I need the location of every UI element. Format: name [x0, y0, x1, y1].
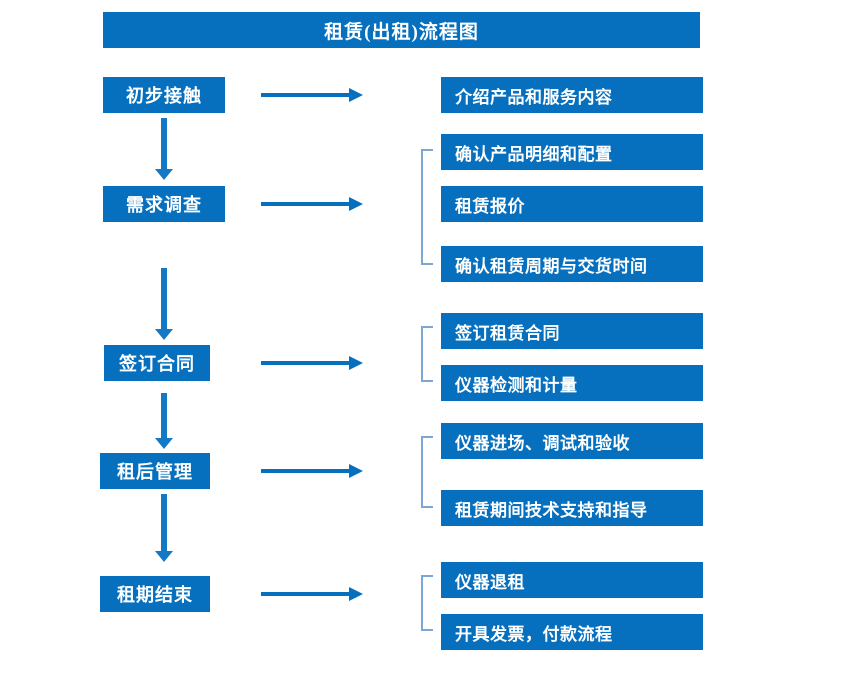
detail-box-introduce-products[interactable]: 介绍产品和服务内容: [441, 77, 703, 113]
group-bracket-post-rental-management: [421, 436, 433, 508]
group-bracket-requirement-survey: [421, 149, 433, 265]
detail-box-confirm-product-details[interactable]: 确认产品明细和配置: [441, 134, 703, 170]
flow-arrow-down-3: [155, 393, 173, 449]
detail-box-instrument-return[interactable]: 仪器退租: [441, 562, 703, 598]
detail-box-instrument-inspection[interactable]: 仪器检测和计量: [441, 365, 703, 401]
detail-box-invoice-payment[interactable]: 开具发票，付款流程: [441, 614, 703, 650]
connector-arrow-right-1: [261, 88, 363, 102]
flow-arrow-down-4: [155, 494, 173, 562]
detail-box-sign-rental-contract[interactable]: 签订租赁合同: [441, 313, 703, 349]
stage-box-requirement-survey[interactable]: 需求调查: [103, 186, 225, 222]
detail-box-instrument-entry-commissioning[interactable]: 仪器进场、调试和验收: [441, 423, 703, 459]
connector-arrow-right-3: [261, 356, 363, 370]
stage-box-rental-end[interactable]: 租期结束: [100, 576, 210, 612]
flow-arrow-down-2: [155, 268, 173, 340]
connector-arrow-right-5: [261, 587, 363, 601]
detail-box-rental-quotation[interactable]: 租赁报价: [441, 186, 703, 222]
stage-box-initial-contact[interactable]: 初步接触: [103, 77, 225, 113]
group-bracket-sign-contract: [421, 326, 433, 382]
connector-arrow-right-4: [261, 464, 363, 478]
flow-arrow-down-1: [155, 118, 173, 180]
connector-arrow-right-2: [261, 197, 363, 211]
stage-box-post-rental-management[interactable]: 租后管理: [100, 453, 210, 489]
diagram-title: 租赁(出租)流程图: [103, 12, 700, 48]
group-bracket-rental-end: [421, 575, 433, 631]
detail-box-technical-support[interactable]: 租赁期间技术支持和指导: [441, 490, 703, 526]
detail-box-confirm-rental-period[interactable]: 确认租赁周期与交货时间: [441, 246, 703, 282]
stage-box-sign-contract[interactable]: 签订合同: [104, 345, 210, 381]
